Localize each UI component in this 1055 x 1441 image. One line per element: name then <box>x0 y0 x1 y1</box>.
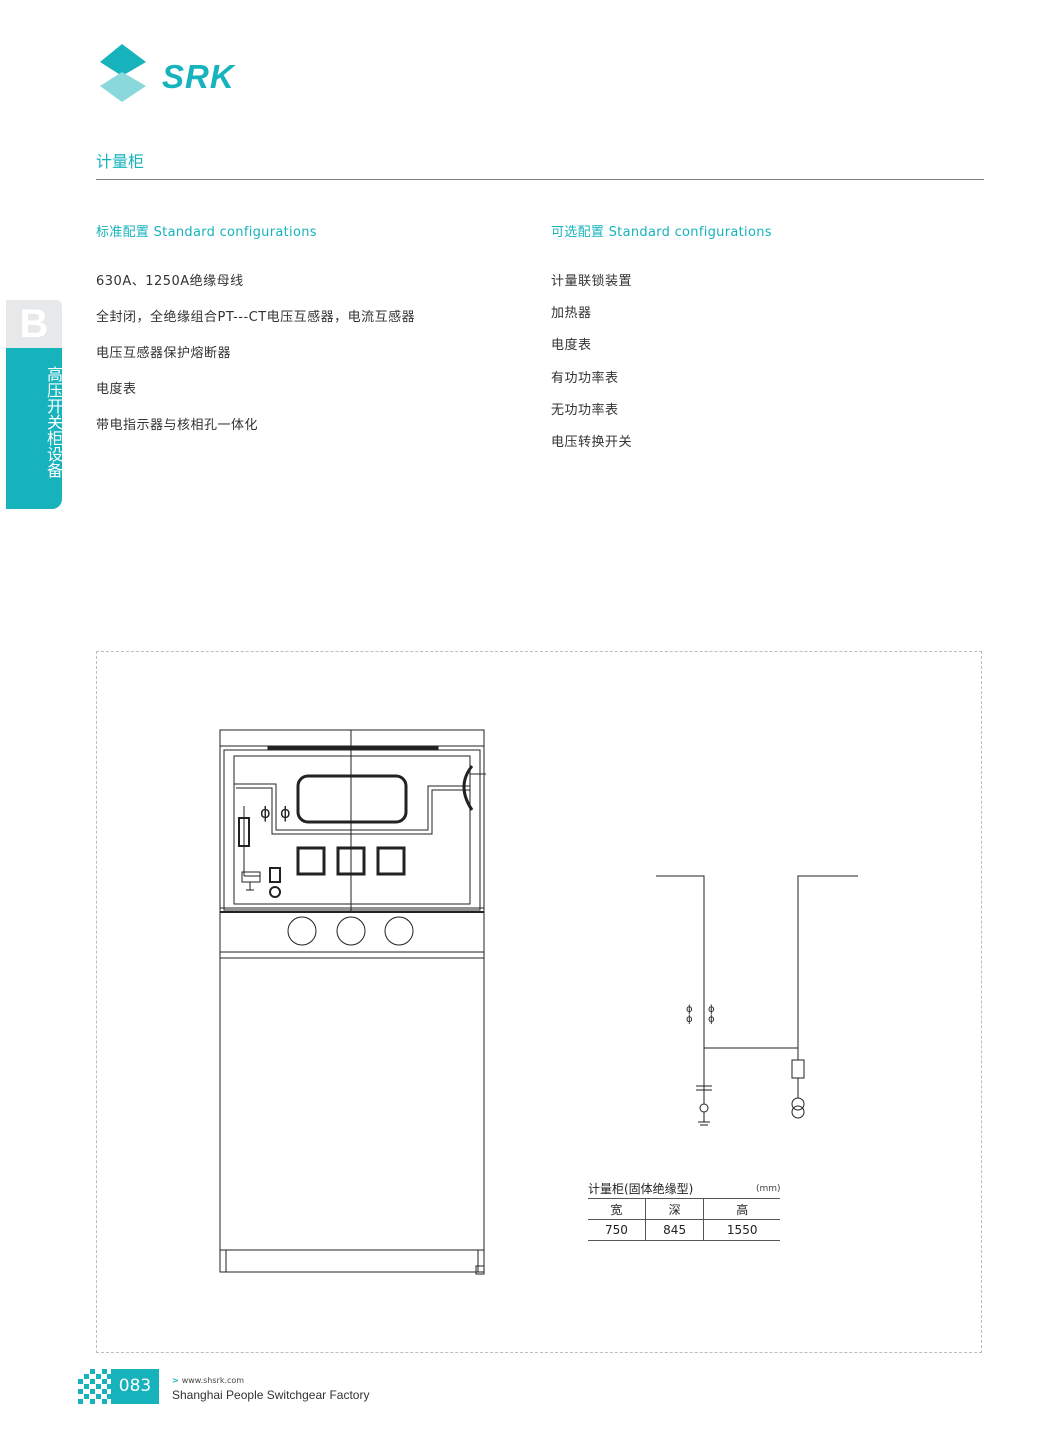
dimension-table: 宽 深 高 750 845 1550 <box>588 1198 780 1241</box>
optional-config-item: 电度表 <box>551 338 592 353</box>
header-height: 高 <box>703 1198 780 1220</box>
cabinet-front-view-drawing: ϕ ϕ <box>219 729 486 1275</box>
section-letter-tab: B <box>6 300 62 348</box>
svg-text:ϕ: ϕ <box>260 803 271 822</box>
footer-url-text[interactable]: www.shsrk.com <box>181 1376 245 1385</box>
page-title: 计量柜 <box>96 152 145 171</box>
section-tab: 高压开关柜设备 <box>6 348 63 509</box>
optional-config-item: 电压转换开关 <box>551 435 633 450</box>
svg-text:ϕ: ϕ <box>708 1004 715 1015</box>
svg-text:ϕ: ϕ <box>686 1004 693 1015</box>
footer-mosaic-icon <box>78 1369 112 1404</box>
standard-config-heading: 标准配置 Standard configurations <box>96 225 317 240</box>
optional-config-heading: 可选配置 Standard configurations <box>551 225 772 240</box>
company-name: Shanghai People Switchgear Factory <box>172 1388 370 1402</box>
arrow-right-icon: > <box>172 1376 179 1385</box>
title-divider <box>96 179 984 180</box>
footer-url[interactable]: >www.shsrk.com <box>172 1376 244 1385</box>
optional-config-item: 计量联锁装置 <box>551 274 633 289</box>
header-width: 宽 <box>610 1202 623 1217</box>
value-depth: 845 <box>644 1219 704 1241</box>
drawing-frame <box>96 651 982 1353</box>
section-tab-label: 高压开关柜设备 <box>44 366 63 478</box>
brand-name: SRK <box>162 58 235 95</box>
header-depth: 深 <box>644 1198 704 1220</box>
standard-config-item: 电度表 <box>96 382 137 397</box>
standard-config-item: 带电指示器与核相孔一体化 <box>96 418 259 433</box>
single-line-diagram: ϕ ϕ ϕ ϕ <box>656 875 858 1126</box>
spec-table-unit: (mm) <box>756 1184 781 1194</box>
standard-config-item: 全封闭，全绝缘组合PT---CT电压互感器，电流互感器 <box>96 310 416 325</box>
optional-config-item: 加热器 <box>551 306 592 321</box>
value-height: 1550 <box>703 1219 780 1241</box>
optional-config-item: 无功功率表 <box>551 403 619 418</box>
svg-text:ϕ: ϕ <box>708 1014 715 1025</box>
brand-logo-icon <box>100 44 146 102</box>
page-number: 083 <box>111 1369 159 1404</box>
spec-table-title: 计量柜(固体绝缘型) <box>588 1182 694 1196</box>
svg-text:ϕ: ϕ <box>686 1014 693 1025</box>
value-width: 750 <box>604 1223 628 1237</box>
table-header-row: 宽 深 高 <box>588 1198 780 1220</box>
svg-text:ϕ: ϕ <box>280 803 291 822</box>
standard-config-item: 电压互感器保护熔断器 <box>96 346 232 361</box>
standard-config-item: 630A、1250A绝缘母线 <box>96 274 244 289</box>
optional-config-item: 有功功率表 <box>551 371 619 386</box>
table-row: 750 845 1550 <box>588 1219 780 1241</box>
